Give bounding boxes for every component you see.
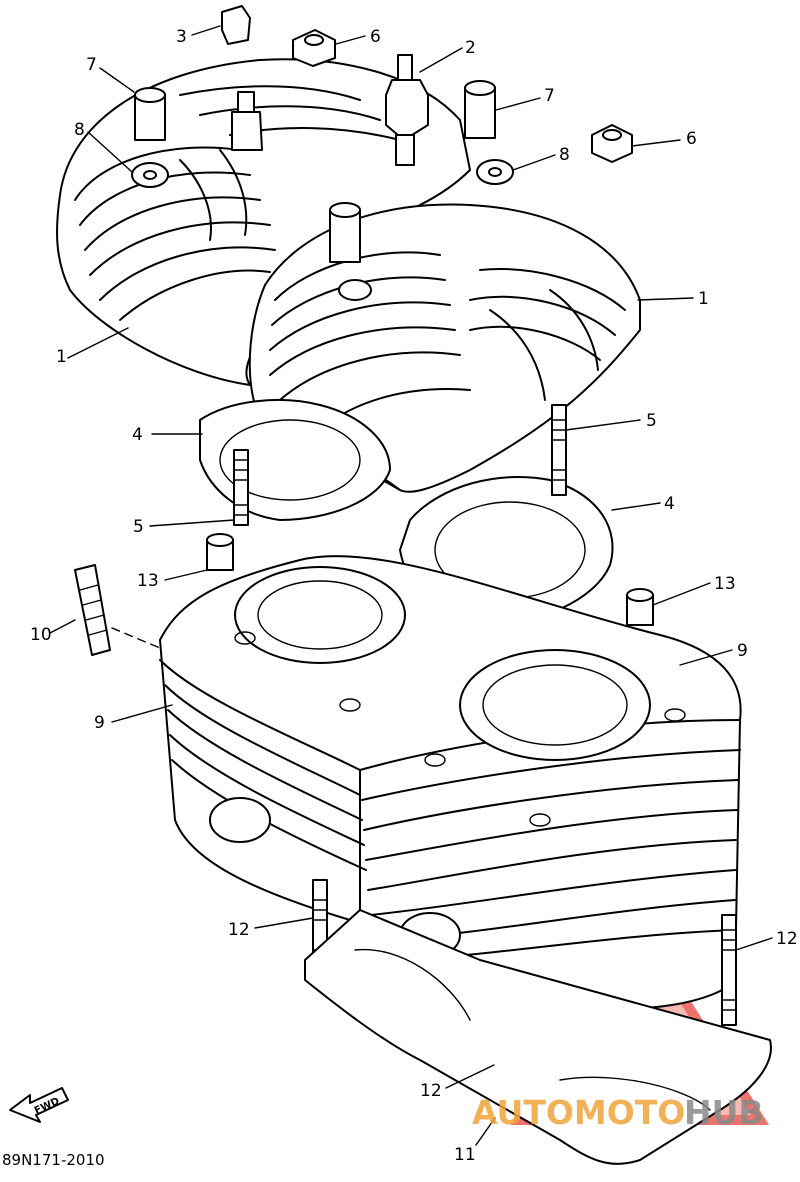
callout-13a: 13 — [137, 571, 159, 591]
callout-11: 11 — [454, 1145, 476, 1165]
watermark-automoto: AUTOMOTO — [472, 1093, 685, 1132]
leader-lines — [49, 25, 773, 1146]
stud-right — [551, 404, 567, 496]
callout-12b: 12 — [776, 929, 798, 949]
callout-12a: 12 — [228, 920, 250, 940]
fwd-arrow-icon: FWD — [9, 1087, 69, 1123]
callout-8b: 8 — [559, 145, 570, 165]
callout-6a: 6 — [370, 27, 381, 47]
base-gasket — [304, 909, 772, 1165]
bolt-left — [206, 533, 234, 571]
long-stud-right — [721, 914, 737, 1026]
callout-labels: 3 6 2 7 7 8 8 6 1 1 4 5 5 4 13 13 10 9 9… — [30, 27, 798, 1165]
sleeve-front — [464, 80, 514, 185]
stud-left — [233, 449, 249, 526]
callout-12c: 12 — [420, 1081, 442, 1101]
part-code: 89N171-2010 — [2, 1151, 105, 1169]
nut-2 — [591, 124, 633, 163]
spark-plug — [385, 54, 429, 166]
callout-1a: 1 — [56, 347, 67, 367]
callout-7b: 7 — [544, 86, 555, 106]
callout-5a: 5 — [646, 411, 657, 431]
callout-2: 2 — [465, 38, 476, 58]
dowel-pins — [74, 564, 161, 656]
watermark-text: AUTOMOTO HUB — [472, 1093, 764, 1132]
sleeve-rear — [131, 87, 169, 188]
nut-1 — [292, 29, 336, 67]
callout-7a: 7 — [86, 55, 97, 75]
bolt-right — [626, 588, 654, 626]
callout-9a: 9 — [94, 713, 105, 733]
callout-9b: 9 — [737, 641, 748, 661]
callout-4a: 4 — [132, 425, 143, 445]
callout-1b: 1 — [698, 289, 709, 309]
spark-plug-rear — [231, 91, 263, 151]
callout-6b: 6 — [686, 129, 697, 149]
callout-4b: 4 — [664, 494, 675, 514]
callout-13b: 13 — [714, 574, 736, 594]
cap-part — [221, 5, 251, 45]
callout-3: 3 — [176, 27, 187, 47]
callout-8a: 8 — [74, 120, 85, 140]
watermark-hub: HUB — [684, 1093, 764, 1132]
callout-5b: 5 — [133, 517, 144, 537]
callout-10: 10 — [30, 625, 52, 645]
sleeve-center — [329, 202, 372, 301]
